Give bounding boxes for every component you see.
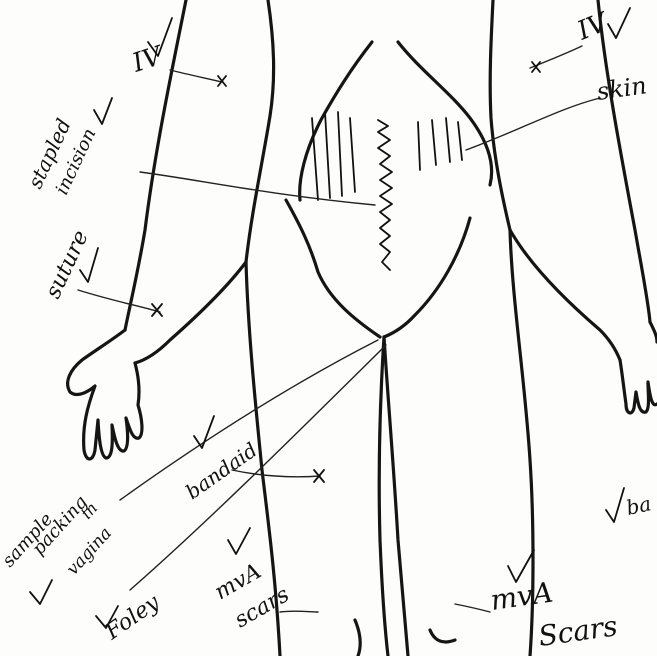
sample-packing-pointer (120, 340, 378, 500)
suture-pointer (78, 290, 160, 312)
checkmark-iv-right (608, 8, 630, 38)
bandaid-label: bandaid (181, 438, 262, 504)
right-edge-fragment: ba (624, 491, 653, 520)
foley-pointer (130, 345, 386, 590)
suture-label: suture (41, 227, 94, 303)
torso-right-side (490, 0, 510, 230)
left-hand (68, 330, 142, 459)
left-knee-mark (355, 620, 360, 656)
groin-right-line (384, 218, 470, 337)
vagina-label: vagina (63, 523, 116, 579)
checkmark-mva-left (228, 528, 250, 554)
groin-left-line (286, 200, 380, 337)
left-arm-inner (135, 262, 246, 363)
checkmark-mva-right (508, 550, 534, 582)
scars-right-label: Scars (536, 609, 619, 653)
right-arm-outer (598, 0, 650, 322)
bandaid-pointer (232, 470, 320, 477)
right-hand (620, 322, 657, 413)
checkmark-right-edge (606, 488, 624, 522)
checkmark-bandaid (194, 416, 214, 448)
abdomen-left-line (300, 42, 372, 200)
abdomen-right-line (398, 42, 492, 185)
checkmark-stapled (94, 98, 112, 124)
mva-left-pointer (280, 611, 318, 612)
iv-right-label: IV (572, 7, 613, 47)
mva-right-label: mvA (488, 576, 555, 617)
right-arm-inner (510, 230, 620, 360)
mva-right-pointer (455, 604, 490, 612)
skin-pointer (466, 98, 600, 150)
body-outline (68, 0, 657, 656)
iv-left-pointer (170, 70, 222, 82)
foley-label: Foley (100, 590, 165, 646)
checkmark-sample (30, 580, 52, 604)
torso-left-side (246, 0, 274, 262)
staple-zigzag (378, 120, 392, 270)
inner-leg-line-2 (384, 337, 408, 656)
right-knee-mark (430, 630, 455, 642)
skin-label: skin (595, 71, 648, 106)
